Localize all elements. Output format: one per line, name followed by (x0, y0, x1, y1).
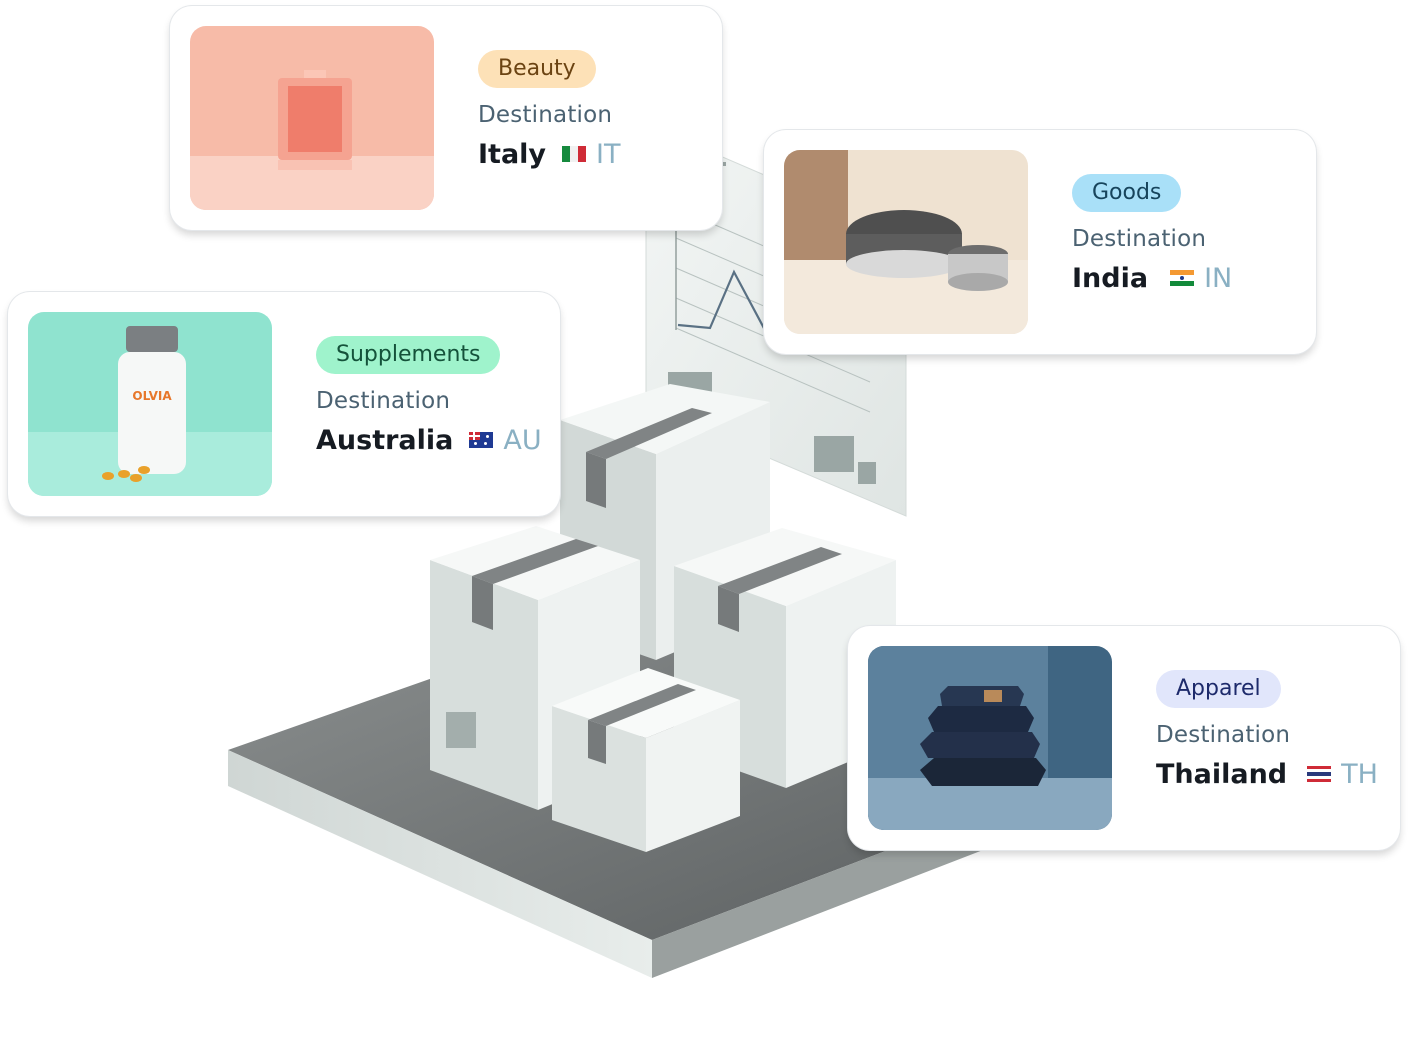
product-brand-label: OLVIA (132, 389, 172, 403)
box-front (552, 668, 740, 852)
country-code: IN (1204, 262, 1233, 294)
shipment-card-india[interactable]: Goods Destination India IN (764, 130, 1316, 354)
shipment-card-thailand[interactable]: Apparel Destination Thailand TH (848, 626, 1400, 850)
destination-label: Destination (1156, 722, 1291, 748)
flag-thailand-icon (1307, 766, 1332, 782)
flag-australia-icon (469, 432, 494, 448)
flag-italy-icon (562, 146, 587, 162)
country-code: IT (596, 138, 621, 170)
supplements-product-image: OLVIA (28, 312, 272, 496)
country-name: India (1072, 262, 1149, 294)
category-badge: Apparel (1156, 670, 1281, 708)
country-name: Australia (316, 424, 454, 456)
destination-label: Destination (478, 102, 613, 128)
category-badge: Beauty (478, 50, 596, 88)
beauty-product-image (190, 26, 434, 210)
destination-label: Destination (316, 388, 451, 414)
flag-india-icon (1170, 270, 1195, 286)
country-name: Italy (478, 138, 547, 170)
category-badge: Goods (1072, 174, 1182, 212)
shipment-card-australia[interactable]: OLVIA Supplements Destination Australia … (8, 292, 560, 516)
category-badge: Supplements (316, 336, 501, 374)
goods-product-image (784, 150, 1028, 334)
country-code: AU (503, 424, 542, 456)
shipment-card-italy[interactable]: Beauty Destination Italy IT (170, 6, 722, 230)
apparel-product-image (868, 646, 1112, 830)
destination-label: Destination (1072, 226, 1207, 252)
country-name: Thailand (1156, 758, 1288, 790)
country-code: TH (1341, 758, 1378, 790)
